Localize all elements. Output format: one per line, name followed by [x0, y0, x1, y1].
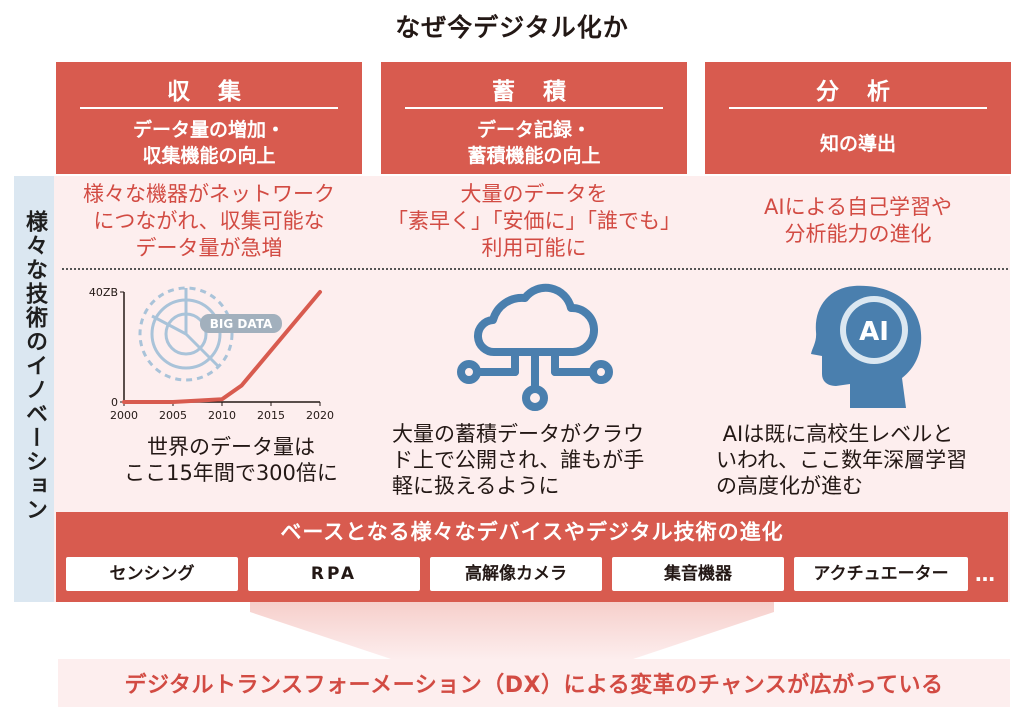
down-arrow — [250, 602, 774, 660]
y-tick-label: 0 — [111, 396, 118, 409]
column-header-collect: 収 集 データ量の増加・ 収集機能の向上 — [56, 62, 362, 174]
column-subtitle: データ量の増加・ 収集機能の向上 — [56, 117, 362, 169]
description-line: につながれ、収集可能な — [93, 209, 325, 233]
collect-description: 様々な機器がネットワーク につながれ、収集可能な データ量が急増 — [56, 181, 362, 262]
description-line: 大量のデータを — [460, 182, 608, 206]
side-band — [14, 176, 54, 602]
store-description: 大量のデータを 「素早く」「安価に」「誰でも」 利用可能に — [381, 181, 687, 262]
more-ellipsis: … — [975, 562, 995, 586]
caption-line: 軽に扱えるように — [392, 474, 560, 498]
subtitle-line: 蓄積機能の向上 — [467, 145, 601, 167]
column-header-analyze: 分 析 知の導出 — [705, 62, 1011, 174]
x-tick-label: 2015 — [257, 409, 285, 422]
x-tick-label: 2005 — [159, 409, 187, 422]
column-heading: 収 集 — [166, 79, 251, 105]
ai-label: AI — [859, 317, 889, 347]
dx-band — [58, 659, 1010, 707]
cloud-network-icon — [457, 283, 613, 411]
caption-line: 世界のデータ量は — [147, 435, 315, 459]
tech-chip-rpa: RPA — [248, 557, 420, 591]
header-rule — [729, 107, 987, 109]
side-label: 様々な技術のイノベーション — [22, 210, 47, 522]
x-tick-label: 2000 — [110, 409, 138, 422]
analyze-caption: AIは既に高校生レベルと いわれ、ここ数年深層学習 の高度化が進む — [716, 421, 1016, 499]
description-line: 分析能力の進化 — [784, 222, 932, 246]
subtitle-line: データ記録・ — [476, 119, 591, 141]
store-caption: 大量の蓄積データがクラウ ド上で公開され、誰もが手 軽に扱えるように — [392, 421, 692, 499]
description-line: 利用可能に — [481, 236, 587, 260]
big-data-label: BIG DATA — [200, 314, 282, 333]
tech-chip-actuator: アクチュエーター — [794, 557, 968, 591]
caption-line: の高度化が進む — [716, 474, 863, 498]
description-line: データ量が急増 — [135, 236, 283, 260]
subtitle-line: 収集機能の向上 — [142, 145, 276, 167]
subtitle-line: 知の導出 — [819, 133, 896, 155]
tech-chip-microphone: 集音機器 — [612, 557, 784, 591]
caption-line: AIは既に高校生レベルと — [716, 422, 954, 446]
collect-caption: 世界のデータ量は ここ15年間で300倍に — [96, 434, 366, 486]
page-title: なぜ今デジタル化か — [395, 13, 629, 42]
column-subtitle: 知の導出 — [705, 131, 1011, 157]
subtitle-line: データ量の増加・ — [132, 119, 285, 141]
description-line: 「素早く」「安価に」「誰でも」 — [387, 209, 681, 233]
column-heading: 蓄 積 — [491, 79, 576, 105]
series-line — [122, 290, 322, 404]
column-subtitle: データ記録・ 蓄積機能の向上 — [381, 117, 687, 169]
ai-head-icon: AI — [811, 285, 922, 408]
description-line: AIによる自己学習や — [764, 195, 952, 219]
caption-line: 大量の蓄積データがクラウ — [392, 422, 644, 446]
y-tick-label: 40ZB — [89, 286, 118, 299]
x-tick-label: 2010 — [208, 409, 236, 422]
data-growth-chart: BIG DATA 0 40ZB 2000 2005 2010 2015 2020 — [89, 286, 334, 422]
header-rule — [405, 107, 663, 109]
dx-message: デジタルトランスフォーメーション（DX）による変革のチャンスが広がっている — [124, 673, 944, 698]
annotation-text: BIG DATA — [210, 317, 273, 331]
description-line: 様々な機器がネットワーク — [83, 182, 335, 206]
big-data-radar-icon — [138, 286, 234, 382]
base-title: ベースとなる様々なデバイスやデジタル技術の進化 — [280, 520, 784, 544]
tech-chip-camera: 高解像カメラ — [430, 557, 602, 591]
tech-chip-sensing: センシング — [66, 557, 238, 591]
header-rule — [80, 107, 338, 109]
analyze-description: AIによる自己学習や 分析能力の進化 — [705, 194, 1011, 248]
column-header-store: 蓄 積 データ記録・ 蓄積機能の向上 — [381, 62, 687, 174]
caption-line: いわれ、ここ数年深層学習 — [716, 448, 968, 472]
x-tick-label: 2020 — [306, 409, 334, 422]
dotted-divider — [62, 268, 1008, 270]
column-heading: 分 析 — [815, 79, 900, 105]
caption-line: ここ15年間で300倍に — [124, 461, 338, 485]
caption-line: ド上で公開され、誰もが手 — [392, 448, 645, 472]
